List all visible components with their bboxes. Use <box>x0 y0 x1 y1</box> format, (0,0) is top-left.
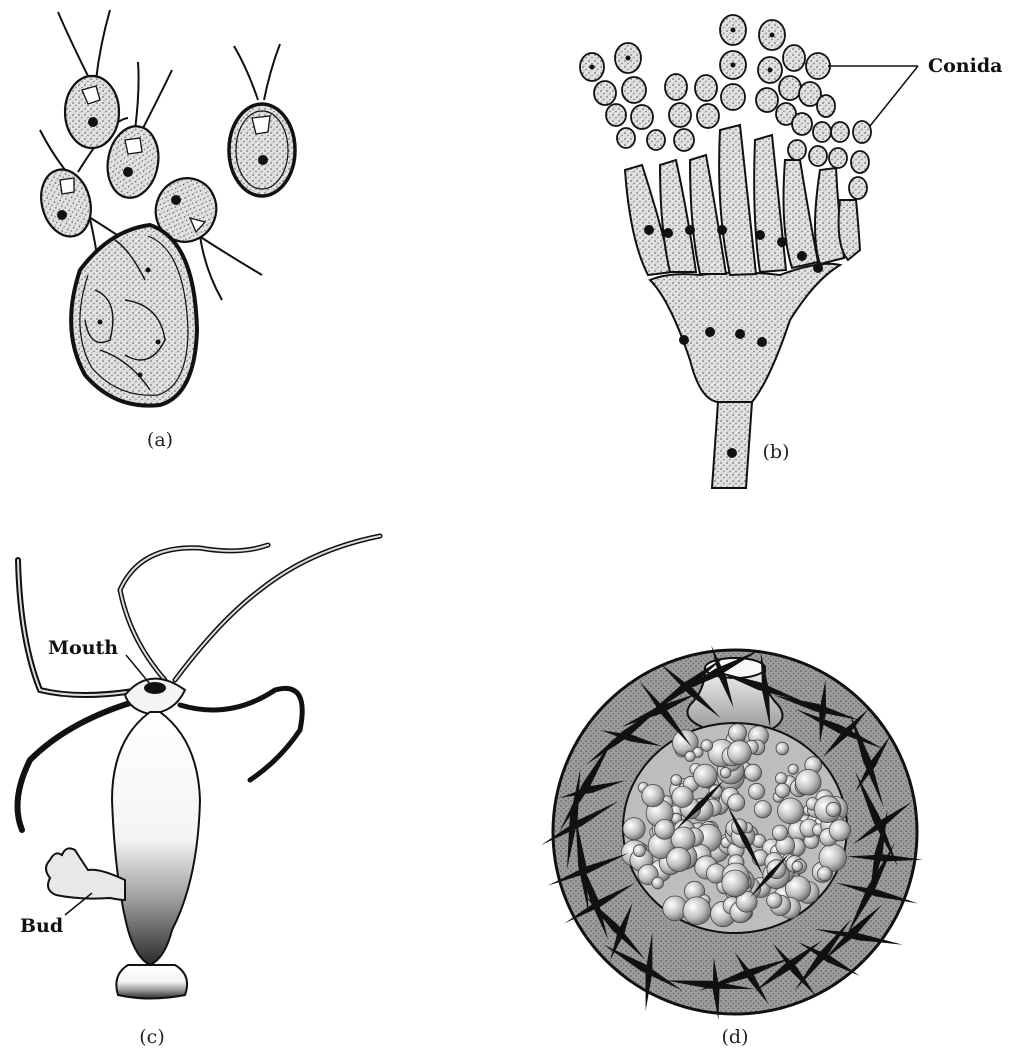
archaeocyte-sphere <box>749 783 765 799</box>
panel-d-label: (d) <box>722 1026 749 1048</box>
archaeocyte-sphere <box>623 818 645 840</box>
archaeocyte-sphere <box>672 786 693 807</box>
archaeocyte-sphere <box>778 798 804 824</box>
archaeocyte-sphere <box>701 740 713 752</box>
panel-c-label: (c) <box>139 1026 164 1048</box>
archaeocyte-sphere <box>685 751 695 761</box>
archaeocyte-sphere <box>775 783 789 797</box>
archaeocyte-sphere <box>829 820 850 841</box>
panel-b-label: (b) <box>763 441 790 463</box>
archaeocyte-sphere <box>817 867 831 881</box>
panel-a-label: (a) <box>147 429 173 451</box>
archaeocyte-sphere <box>826 802 840 816</box>
archaeocyte-sphere <box>728 741 752 765</box>
archaeocyte-sphere <box>642 784 664 806</box>
archaeocyte-sphere <box>728 794 745 811</box>
conida-label: Conida <box>928 55 1002 77</box>
archaeocyte-sphere <box>767 893 782 908</box>
archaeocyte-sphere <box>729 724 747 742</box>
archaeocyte-sphere <box>655 819 675 839</box>
archaeocyte-sphere <box>683 897 711 925</box>
archaeocyte-sphere <box>652 877 664 889</box>
archaeocyte-sphere <box>667 847 691 871</box>
archaeocyte-sphere <box>772 825 787 840</box>
archaeocyte-sphere <box>792 861 803 872</box>
archaeocyte-sphere <box>722 870 749 897</box>
panel-b-drawing <box>580 15 918 488</box>
panel-d-drawing <box>541 646 923 1020</box>
archaeocyte-sphere <box>795 769 821 795</box>
archaeocyte-sphere <box>745 764 762 781</box>
archaeocyte-sphere <box>776 742 789 755</box>
archaeocyte-sphere <box>775 773 787 785</box>
archaeocyte-sphere <box>788 764 798 774</box>
bud-label: Bud <box>20 915 63 937</box>
mouth-label: Mouth <box>48 637 118 659</box>
archaeocyte-sphere <box>694 764 717 787</box>
panel-a-drawing <box>34 10 295 406</box>
archaeocyte-sphere <box>633 845 645 857</box>
archaeocyte-sphere <box>754 801 771 818</box>
panel-c-drawing <box>18 536 381 999</box>
archaeocyte-sphere <box>671 775 682 786</box>
archaeocyte-sphere <box>720 767 731 778</box>
